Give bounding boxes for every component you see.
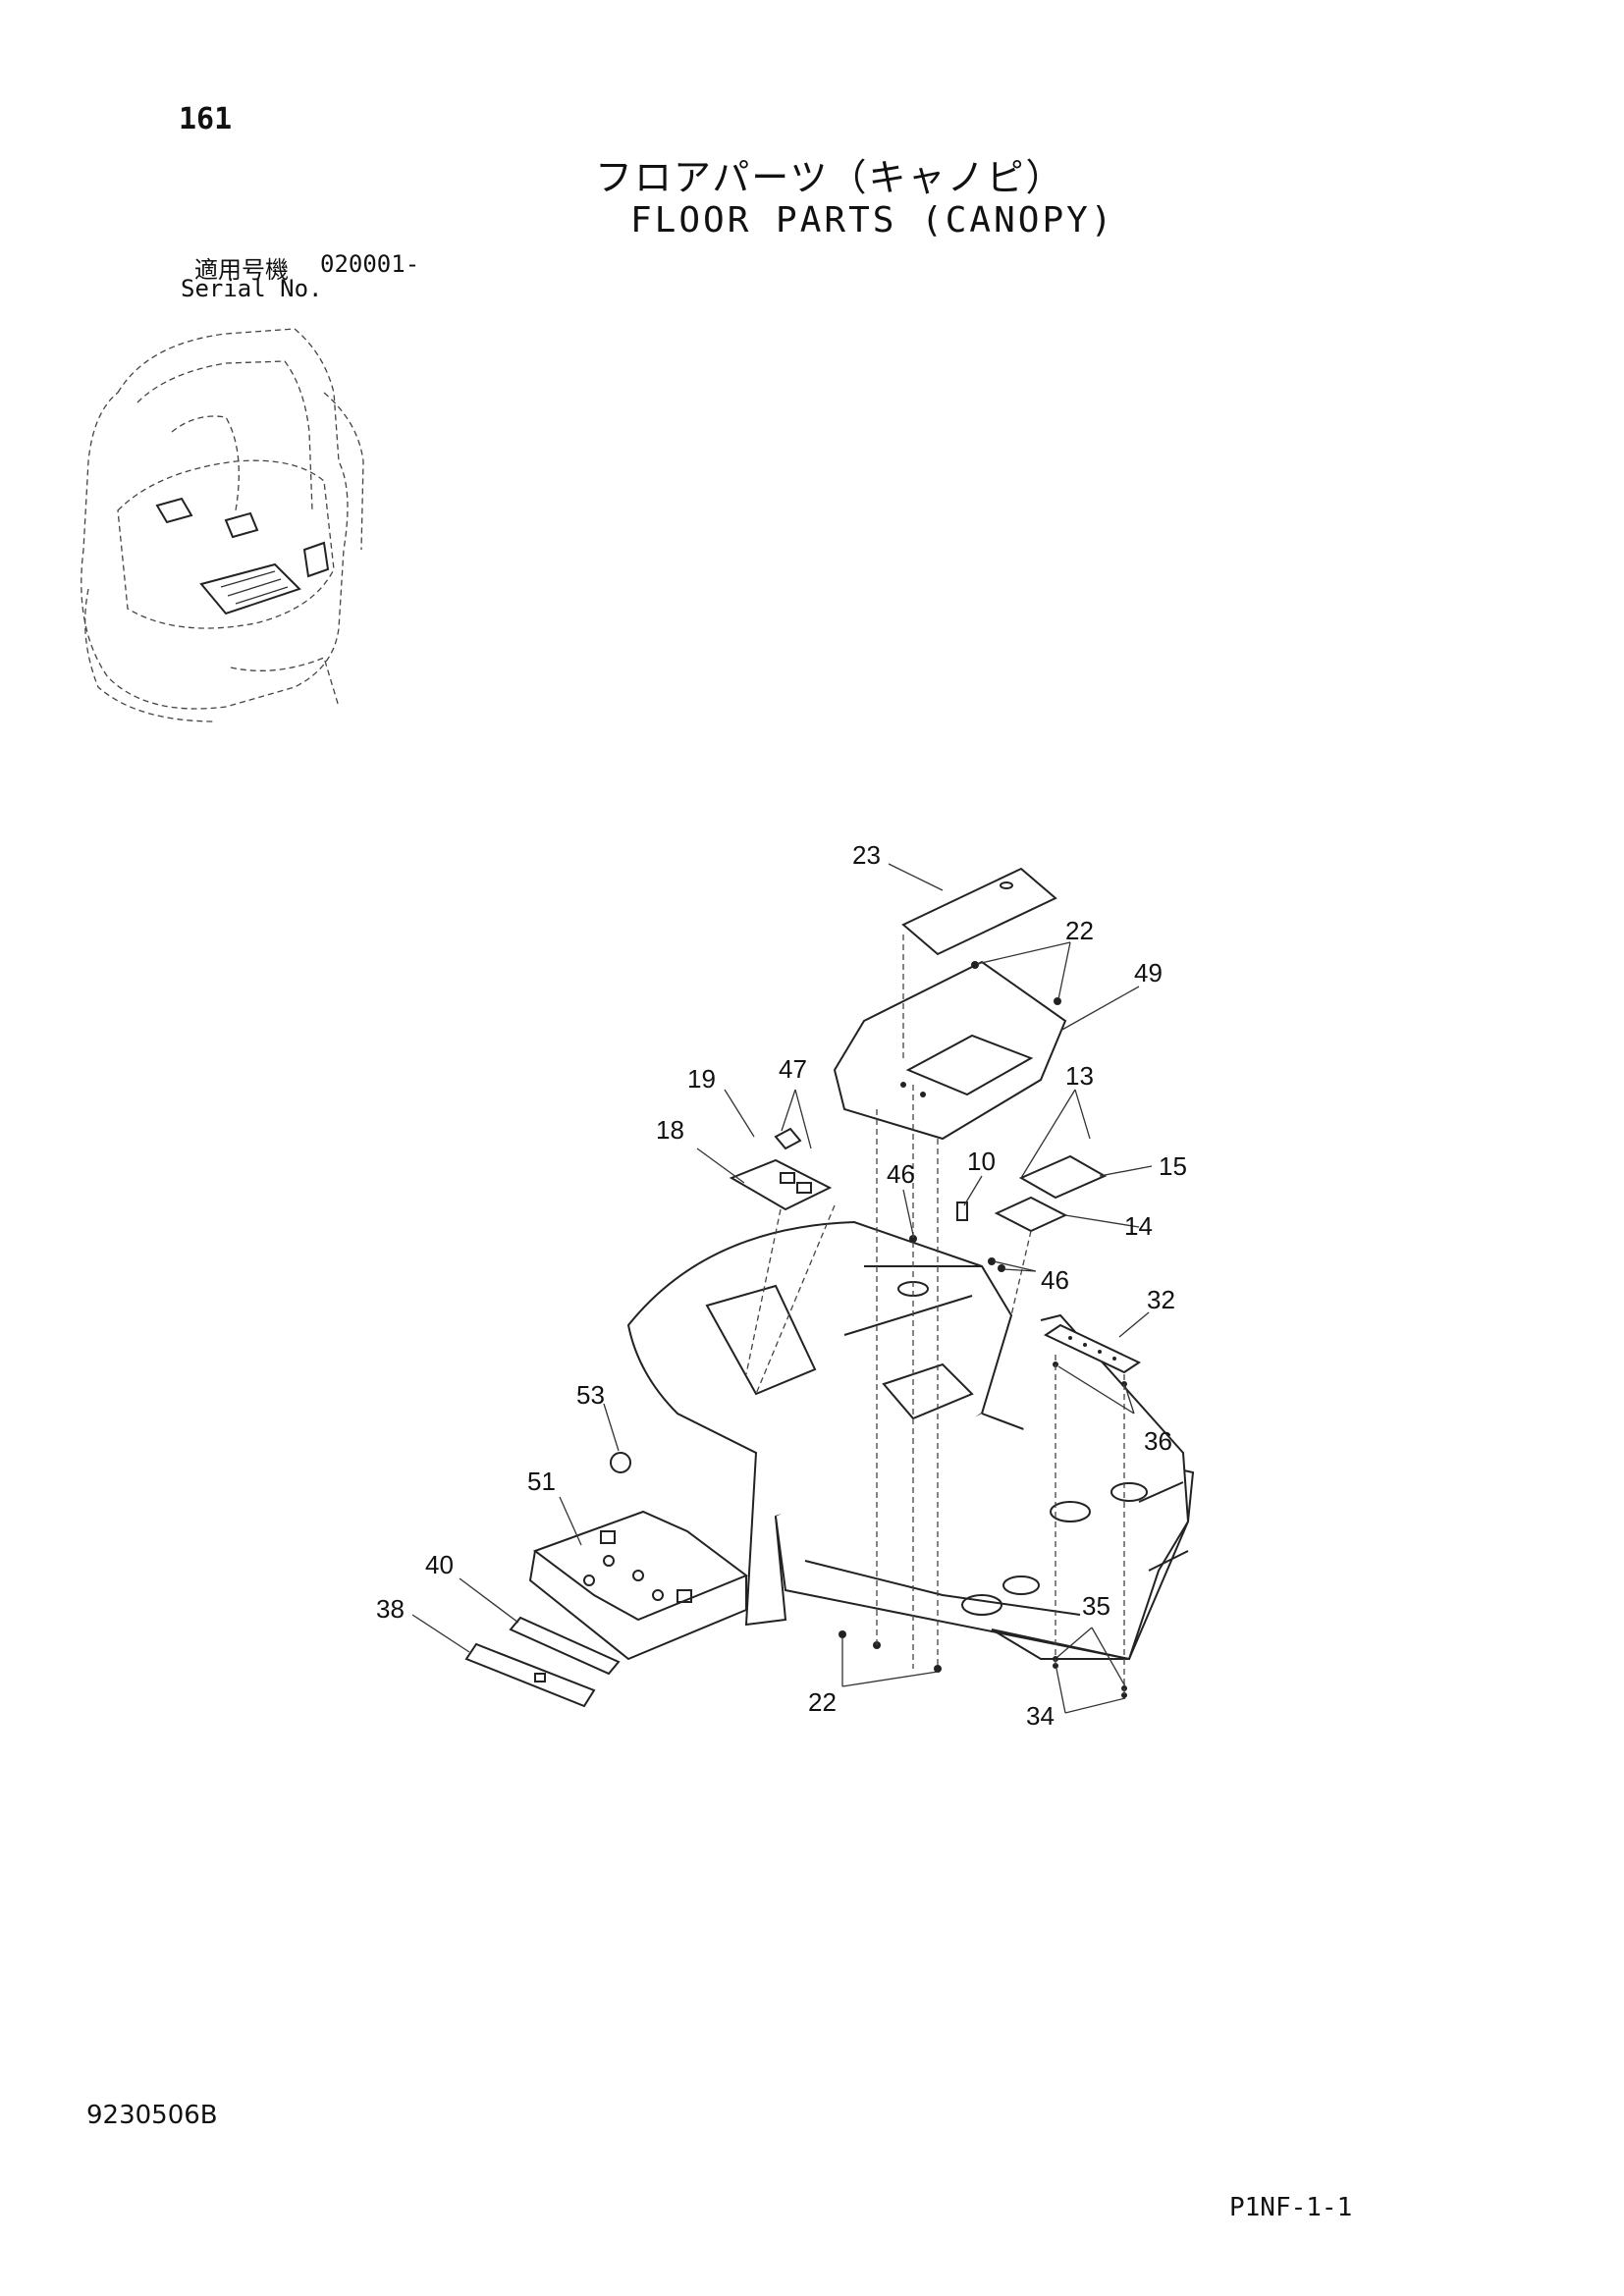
callout-10: 10 — [967, 1147, 996, 1176]
document-code: 9230506B — [86, 2101, 218, 2130]
part-18-switch-panel — [729, 1127, 833, 1211]
part-51-step-plate — [528, 1510, 749, 1661]
part-22-bolts-bottom — [839, 1630, 942, 1673]
serial-label-japanese: 適用号機 — [194, 256, 289, 284]
part-22-bolts-top — [971, 961, 1061, 1005]
callout-13: 13 — [1065, 1061, 1094, 1091]
callout-49: 49 — [1134, 958, 1163, 988]
callout-22-bottom: 22 — [808, 1687, 837, 1717]
part-46-fasteners — [909, 1235, 1005, 1272]
callout-46-lower: 46 — [1041, 1265, 1069, 1295]
leader-lines — [411, 863, 1153, 1714]
callout-46-upper: 46 — [887, 1159, 915, 1189]
title-english: FLOOR PARTS (CANOPY) — [630, 200, 1115, 240]
callout-36: 36 — [1144, 1426, 1172, 1456]
page-code: P1NF-1-1 — [1229, 2193, 1353, 2222]
highlight-floor-plate — [155, 497, 330, 615]
callout-34: 34 — [1026, 1701, 1055, 1731]
part-35-bolts — [1053, 1656, 1127, 1691]
callout-23: 23 — [852, 840, 881, 870]
callout-15: 15 — [1159, 1151, 1187, 1181]
part-32-bracket — [1043, 1323, 1142, 1374]
callout-14: 14 — [1124, 1211, 1153, 1241]
part-38-mat — [464, 1642, 596, 1708]
part-main-floor-frame — [626, 1220, 1195, 1661]
page-number: 161 — [179, 102, 233, 136]
callout-51: 51 — [527, 1467, 556, 1496]
callout-19: 19 — [687, 1064, 716, 1094]
cab-outline-dashed — [81, 328, 364, 722]
part-14-plate — [994, 1196, 1068, 1233]
callout-40: 40 — [425, 1550, 454, 1579]
callout-53: 53 — [576, 1380, 605, 1410]
part-49-floor-panel — [833, 960, 1067, 1141]
callout-47: 47 — [779, 1054, 807, 1084]
part-53-grommet — [610, 1452, 631, 1473]
title-japanese: フロアパーツ（キャノピ） — [595, 156, 1065, 199]
callout-38: 38 — [376, 1594, 405, 1624]
callout-32: 32 — [1147, 1285, 1175, 1314]
part-23-cover — [901, 867, 1057, 956]
callout-labels: 23 22 49 19 47 18 13 46 10 15 14 46 32 5… — [376, 840, 1187, 1731]
serial-label-english: Serial No. — [181, 275, 323, 302]
callout-18: 18 — [656, 1115, 684, 1145]
callout-22-top: 22 — [1065, 916, 1094, 945]
part-15-cover — [1018, 1154, 1108, 1200]
assembly-guide-lines — [745, 934, 1125, 1698]
callout-35: 35 — [1082, 1591, 1110, 1621]
part-34-washers — [1053, 1663, 1127, 1698]
part-10-switch — [956, 1201, 968, 1221]
serial-number-value: 020001- — [320, 250, 420, 278]
